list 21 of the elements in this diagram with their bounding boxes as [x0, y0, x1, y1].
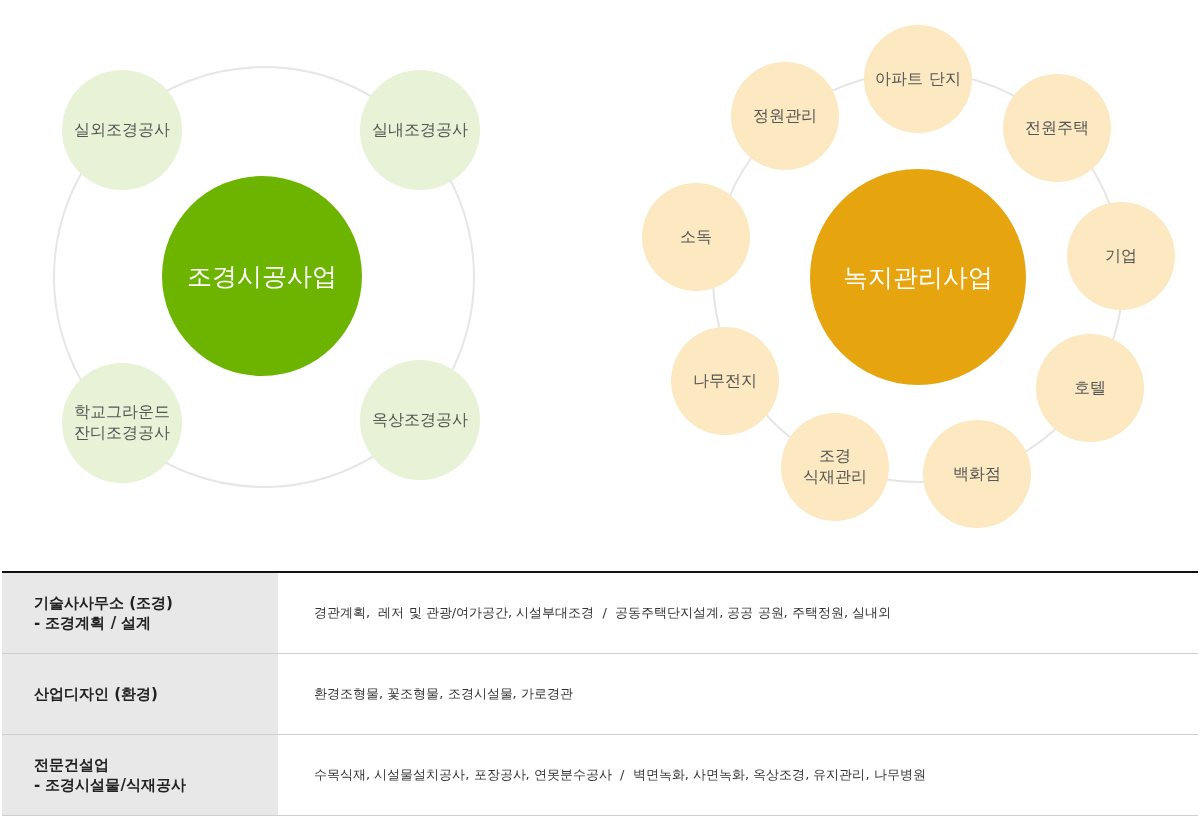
circle-label: 실외조경공사 — [74, 119, 170, 141]
row-description-text: 수목식재, 시설물설치공사, 포장공사, 연못분수공사 / 벽면녹화, 사면녹화, 옥상조경, 유지관리, 나무병원 — [313, 766, 927, 784]
circle-label: 정원관리 — [753, 105, 817, 127]
circle-label: 아파트 단지 — [875, 68, 961, 90]
row-description-text: 경관계획, 레저 및 관광/여가공간, 시설부대조경 / 공동주택단지설계, 공공 공원, 주택정원, 실내외 — [313, 604, 893, 622]
circle-label: 전원주택 — [1025, 117, 1089, 139]
circle-label: 나무전지 — [693, 370, 757, 392]
circle-label: 녹지관리사업 — [843, 261, 993, 294]
circle-label: 실내조경공사 — [372, 119, 468, 141]
row-header-text: 기술사사무소 (조경) - 조경계획 / 설계 — [33, 592, 174, 634]
circle-label: 소독 — [680, 226, 712, 248]
circle-label: 옥상조경공사 — [372, 409, 468, 431]
circle-label: 학교그라운드 잔디조경공사 — [73, 402, 171, 444]
row-description-text: 환경조형물, 꽃조형물, 조경시설물, 가로경관 — [313, 685, 574, 703]
circle-label: 백화점 — [953, 463, 1001, 485]
circle-label: 조경 식재관리 — [802, 446, 868, 488]
row-header-text: 전문건설업 - 조경시설물/식재공사 — [33, 754, 187, 796]
circle-label: 조경시공사업 — [187, 260, 337, 293]
circle-label: 기업 — [1105, 245, 1137, 267]
row-header-text: 산업디자인 (환경) — [33, 683, 159, 705]
circle-label: 호텔 — [1074, 377, 1106, 399]
